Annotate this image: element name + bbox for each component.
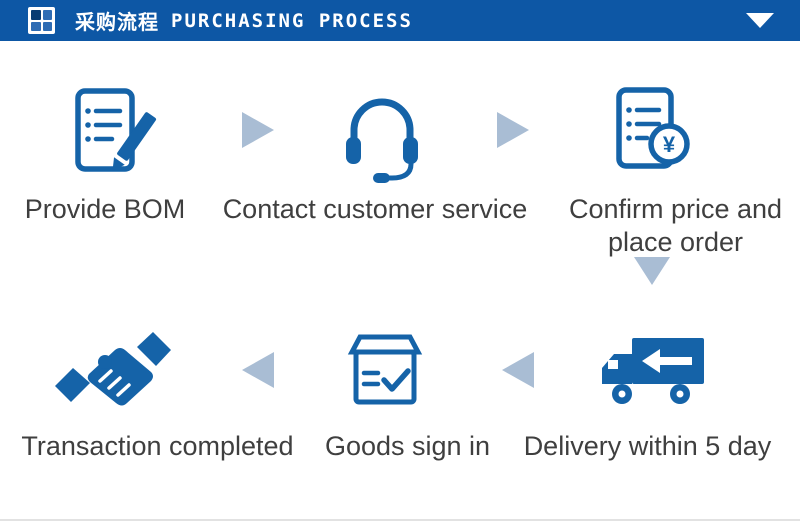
step-label-contact-customer-service: Contact customer service — [222, 194, 528, 224]
arrow-left-icon — [240, 350, 276, 395]
arrow-right-icon — [240, 110, 276, 155]
step-label-confirm-price: Confirm price and place order — [553, 193, 798, 259]
step-label-line1: Confirm price and — [568, 194, 783, 224]
logo-cell — [31, 21, 41, 31]
arrow-right-icon — [495, 110, 531, 155]
arrow-down-icon — [632, 255, 672, 292]
bottom-divider — [0, 519, 800, 521]
logo-cell — [31, 10, 41, 20]
currency-symbol: ¥ — [663, 132, 676, 157]
chevron-down-icon[interactable] — [746, 13, 774, 28]
document-edit-icon — [58, 83, 168, 193]
step-label-goods-sign-in: Goods sign in — [324, 431, 491, 461]
step-label-provide-bom: Provide BOM — [24, 194, 186, 224]
handshake-icon — [53, 320, 173, 420]
section-title-en: PURCHASING PROCESS — [171, 9, 413, 32]
headset-icon — [327, 80, 437, 190]
arrow-left-icon — [500, 350, 536, 395]
step-label-line2: place order — [607, 227, 744, 257]
section-title-zh: 采购流程 — [75, 12, 159, 34]
step-label-transaction-completed: Transaction completed — [21, 431, 294, 461]
logo-cell — [42, 21, 52, 31]
grid-logo-icon — [28, 7, 55, 34]
delivery-truck-icon — [592, 318, 712, 418]
step-label-delivery: Delivery within 5 day — [523, 431, 772, 461]
section-title: 采购流程 PURCHASING PROCESS — [75, 6, 413, 35]
logo-cell — [42, 10, 52, 20]
package-check-icon — [330, 316, 440, 426]
section-header: 采购流程 PURCHASING PROCESS — [0, 0, 800, 41]
invoice-currency-icon: ¥ — [597, 80, 707, 190]
